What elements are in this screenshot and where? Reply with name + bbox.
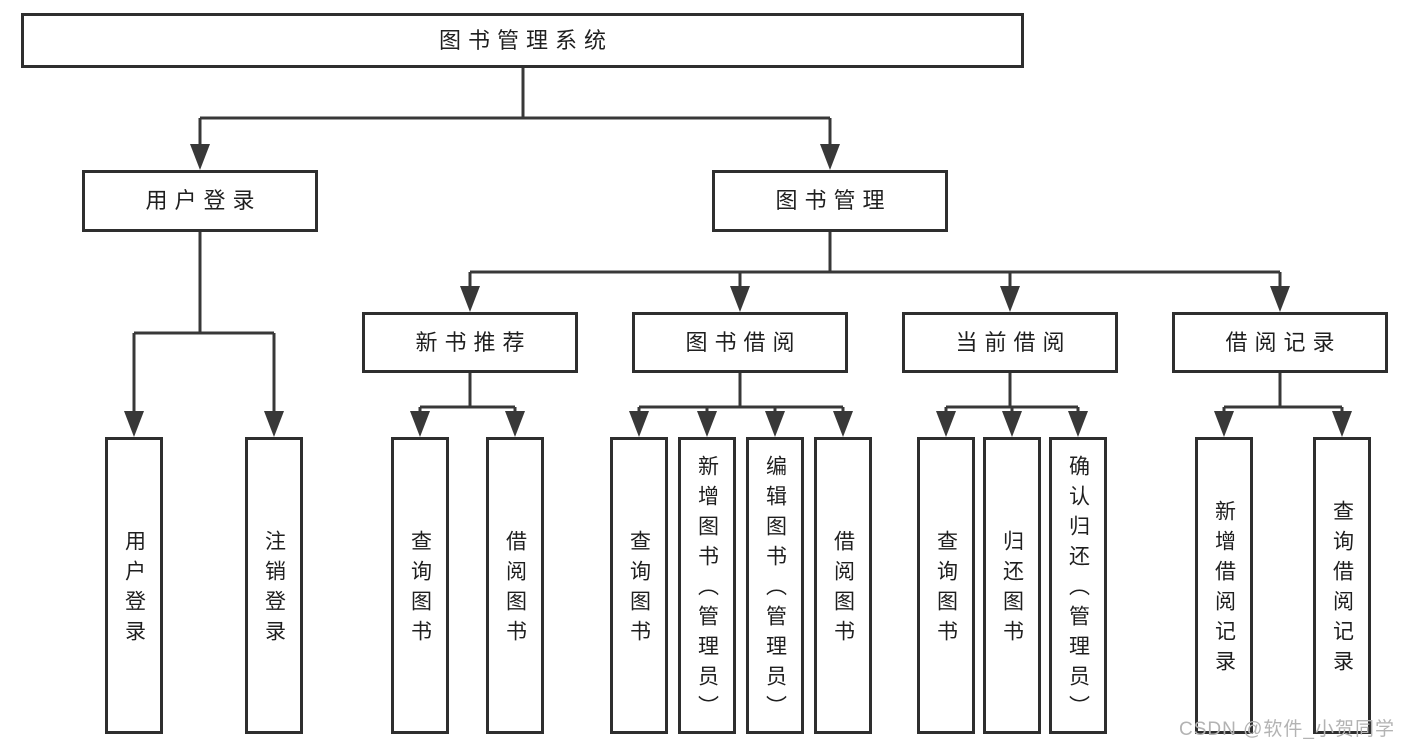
node-label: 图书借阅 [685,329,802,355]
node-edit-books-admin: 编辑图书（管理员） [746,437,804,734]
node-add-borrow-record: 新增借阅记录 [1195,437,1253,734]
node-label: 注销登录 [262,530,286,650]
node-label: 确认归还（管理员） [1066,455,1090,725]
csdn-watermark: CSDN @软件_小贺同学 [1179,719,1395,740]
node-label: 归还图书 [1000,530,1024,650]
node-query-books: 查询图书 [610,437,668,734]
node-label: 借阅图书 [831,530,855,650]
node-label: 编辑图书（管理员） [763,455,787,725]
node-borrow-books: 借阅图书 [814,437,872,734]
node-user-login-leaf: 用户登录 [105,437,163,734]
node-confirm-return-admin: 确认归还（管理员） [1049,437,1107,734]
node-label: 用户登录 [145,188,262,213]
node-query-borrow-record: 查询借阅记录 [1313,437,1371,734]
node-label: 查询图书 [627,530,651,650]
node-return-books: 归还图书 [983,437,1041,734]
node-book-borrowing: 图书借阅 [632,312,848,373]
node-label: 新增图书（管理员） [695,455,719,725]
node-label: 查询借阅记录 [1330,500,1354,680]
node-query-books: 查询图书 [391,437,449,734]
node-new-book-recommend: 新书推荐 [362,312,578,373]
node-label: 新书推荐 [415,329,532,355]
node-label: 查询图书 [408,530,432,650]
node-label: 新增借阅记录 [1212,500,1236,680]
node-add-books-admin: 新增图书（管理员） [678,437,736,734]
node-book-management: 图书管理 [712,170,948,232]
node-logout: 注销登录 [245,437,303,734]
node-label: 图书管理系统 [438,27,613,53]
node-query-books: 查询图书 [917,437,975,734]
node-user-login: 用户登录 [82,170,318,232]
node-borrowing-records: 借阅记录 [1172,312,1388,373]
node-current-borrowing: 当前借阅 [902,312,1118,373]
node-library-management-system: 图书管理系统 [21,13,1024,68]
node-label: 借阅记录 [1225,329,1342,355]
node-label: 图书管理 [775,188,892,213]
node-borrow-books: 借阅图书 [486,437,544,734]
node-label: 借阅图书 [503,530,527,650]
node-label: 当前借阅 [955,329,1072,355]
node-label: 用户登录 [122,530,146,650]
node-label: 查询图书 [934,530,958,650]
